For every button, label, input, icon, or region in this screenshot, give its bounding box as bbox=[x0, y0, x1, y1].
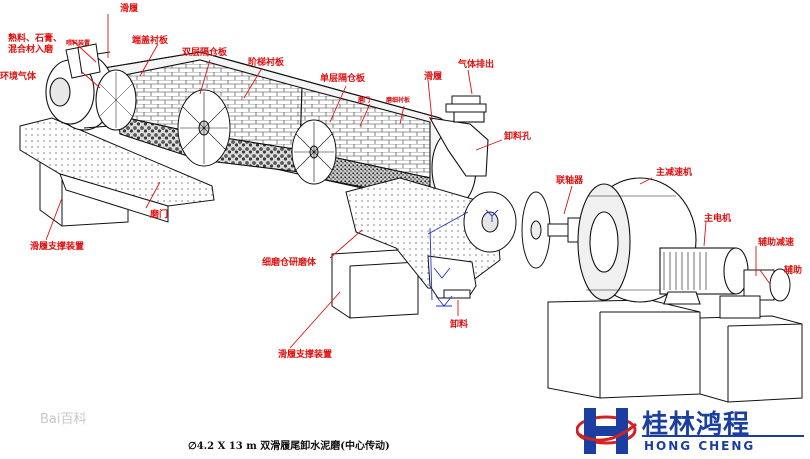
foundation-middle bbox=[331, 249, 419, 319]
label-double-partition: 双层隔仓板 bbox=[182, 48, 228, 58]
label-main-motor: 主电机 bbox=[704, 214, 732, 224]
gas-exhaust-pipe bbox=[445, 95, 487, 113]
label-support-right: 滑履支撑装置 bbox=[278, 350, 333, 360]
label-annular-air: 环境气体 bbox=[0, 72, 37, 82]
baidu-watermark: Bai百科 bbox=[40, 412, 87, 427]
label-hua-lv: 滑履 bbox=[120, 4, 139, 14]
main-motor bbox=[659, 247, 749, 305]
axis-markers bbox=[427, 209, 499, 307]
label-support-left: 滑履支撑装置 bbox=[30, 242, 85, 252]
logo-divider bbox=[642, 435, 804, 437]
single-partition-wall bbox=[291, 119, 337, 185]
discharge-end bbox=[428, 109, 489, 207]
label-discharge: 卸料 bbox=[450, 320, 469, 330]
foundation-drive bbox=[547, 299, 803, 403]
logo-h-icon bbox=[576, 408, 637, 454]
label-fine-media: 细磨仓研磨体 bbox=[262, 258, 317, 268]
label-coupling: 联轴器 bbox=[556, 176, 584, 186]
label-grinding-liner: 磨细衬板 bbox=[386, 97, 411, 104]
label-feed-material: 熟料、石膏、混合材入磨 bbox=[8, 34, 63, 55]
label-single-partition: 单层隔仓板 bbox=[320, 74, 366, 84]
label-end-liner: 端盖衬板 bbox=[132, 36, 169, 46]
shaft bbox=[547, 217, 583, 243]
label-hua-lv-2: 滑履 bbox=[424, 72, 443, 82]
leader-lines bbox=[45, 14, 771, 349]
hongcheng-logo: 桂林鸿程 HONG CHENG bbox=[572, 402, 810, 459]
label-feed-device: 喂料装置 bbox=[66, 40, 91, 47]
discharge-flange bbox=[521, 191, 551, 269]
double-partition-wall bbox=[177, 89, 231, 167]
label-mill-door-bottom: 磨门 bbox=[150, 210, 169, 220]
label-mill-door-top: 磨门 bbox=[358, 97, 371, 104]
label-main-reducer: 主减速机 bbox=[656, 168, 693, 178]
label-aux-reducer: 辅助减速 bbox=[758, 238, 795, 248]
figure-caption: ∅4.2 X 13 m 双滑履尾卸水泥磨(中心传动) bbox=[188, 441, 390, 452]
label-aux-motor: 辅助 bbox=[784, 266, 803, 276]
logo-pinyin: HONG CHENG bbox=[644, 439, 756, 453]
aux-drive bbox=[719, 268, 791, 319]
label-step-liner: 阶梯衬板 bbox=[248, 58, 285, 68]
label-discharge-hole: 卸料孔 bbox=[504, 132, 532, 142]
discharge-housing bbox=[345, 177, 517, 299]
label-gas-exhaust: 气体排出 bbox=[458, 60, 495, 70]
feed-chute bbox=[65, 43, 101, 79]
